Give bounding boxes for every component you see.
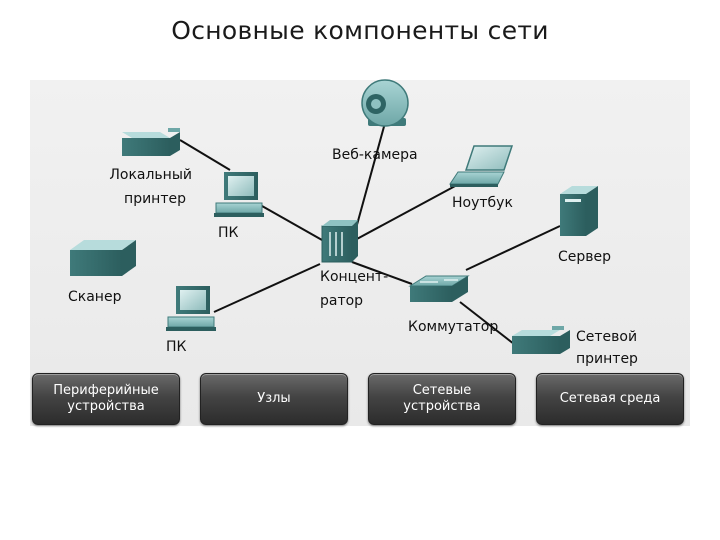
switch-icon bbox=[408, 275, 470, 302]
category-network-devices: Сетевые устройства bbox=[368, 373, 516, 425]
category-hosts-label: Узлы bbox=[257, 391, 291, 406]
page-title: Основные компоненты сети bbox=[171, 16, 549, 45]
label-hub-1: Концент- bbox=[320, 269, 389, 285]
pc-icon bbox=[214, 172, 264, 217]
category-media-label: Сетевая среда bbox=[559, 391, 661, 406]
cable-pc-hub bbox=[261, 205, 323, 241]
printer-icon bbox=[512, 326, 570, 354]
cable-switch-netprinter bbox=[459, 301, 515, 345]
cable-switch-server bbox=[465, 225, 561, 271]
label-webcam: Веб-камера bbox=[332, 147, 418, 163]
server-icon bbox=[560, 186, 598, 236]
label-local-printer-2: принтер bbox=[124, 191, 186, 207]
laptop-icon bbox=[449, 145, 514, 187]
label-local-printer-1: Локальный bbox=[109, 167, 192, 183]
category-network-devices-line2: устройства bbox=[403, 399, 481, 414]
scanner-icon bbox=[70, 240, 136, 276]
category-peripheral-line1: Периферийные bbox=[53, 383, 159, 398]
cables bbox=[179, 111, 561, 345]
label-hub-2: ратор bbox=[320, 293, 364, 309]
label-laptop: Ноутбук bbox=[452, 195, 513, 211]
label-net-printer-1: Сетевой bbox=[576, 329, 638, 345]
label-pc-top: ПК bbox=[218, 225, 239, 241]
label-server: Сервер bbox=[558, 249, 612, 265]
cable-hub-switch bbox=[351, 261, 413, 285]
printer-icon bbox=[122, 128, 180, 156]
hub-icon bbox=[321, 220, 358, 263]
cable-laptop-hub bbox=[354, 177, 471, 241]
category-peripheral-line2: устройства bbox=[67, 399, 145, 414]
cable-hub-pc bbox=[213, 263, 321, 313]
webcam-icon bbox=[361, 79, 409, 127]
label-switch: Коммутатор bbox=[408, 319, 499, 335]
category-media: Сетевая среда bbox=[536, 373, 684, 425]
pc-icon bbox=[166, 286, 216, 331]
label-scanner: Сканер bbox=[68, 289, 122, 305]
label-net-printer-2: принтер bbox=[576, 351, 638, 367]
cable-webcam-hub bbox=[354, 111, 389, 233]
label-pc-bottom: ПК bbox=[166, 339, 187, 355]
category-peripheral: Периферийные устройства bbox=[32, 373, 180, 425]
cable-local-printer-pc bbox=[179, 139, 231, 171]
category-network-devices-line1: Сетевые bbox=[412, 383, 472, 398]
category-hosts: Узлы bbox=[200, 373, 348, 425]
